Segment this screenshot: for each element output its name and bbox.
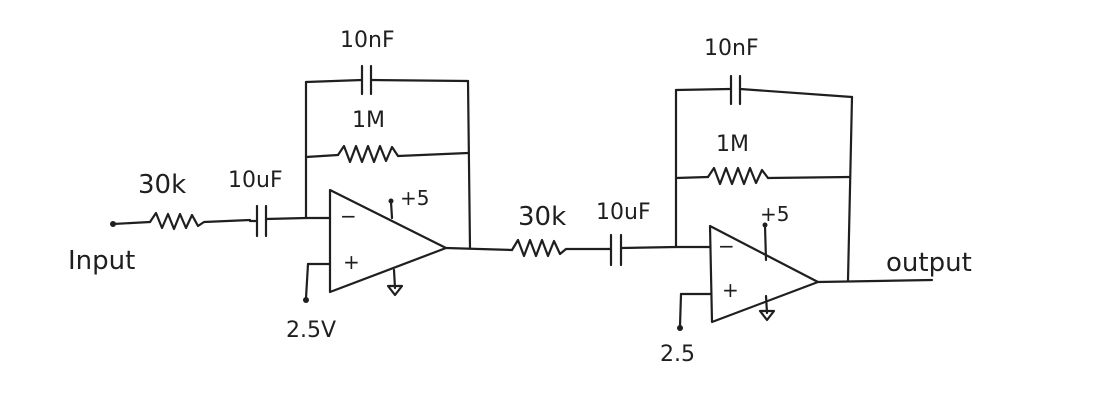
- stage2-input-capacitor-label: 10uF: [596, 200, 651, 225]
- stage1-input-capacitor-label: 10uF: [228, 168, 283, 193]
- stage1-feedback-right-rail: [466, 79, 472, 250]
- stage2-reference-label: 2.5: [660, 342, 695, 367]
- stage1-fb-cap-lead-left: [304, 78, 364, 84]
- output-label: output: [886, 248, 972, 278]
- stage2-feedback-resistor: [706, 166, 770, 186]
- stage2-supply-pin: [763, 224, 768, 262]
- stage2-inverting-sign: −: [718, 234, 735, 258]
- stage2-feedback-resistor-label: 1M: [716, 132, 749, 157]
- stage2-cap-lead-right: [619, 245, 678, 250]
- stage2-fb-res-lead-left: [674, 175, 710, 180]
- stage1-ground-icon: [386, 284, 404, 297]
- stage2-fb-cap-lead-left: [674, 87, 732, 92]
- stage1-output-wire: [444, 246, 514, 252]
- stage2-reference-wire: [678, 292, 683, 328]
- stage1-input-resistor: [148, 211, 252, 231]
- stage2-feedback-right-rail: [846, 95, 854, 282]
- stage1-supply-pin: [389, 200, 394, 220]
- stage1-reference-wire: [304, 262, 310, 300]
- stage2-fb-res-lead-right: [766, 175, 852, 180]
- stage1-reference-node: [303, 297, 309, 303]
- stage1-cap-lead-right: [264, 216, 308, 221]
- stage1-feedback-resistor: [336, 144, 400, 164]
- stage1-noninverting-sign: +: [343, 250, 360, 274]
- stage2-supply-label: +5: [760, 202, 790, 226]
- stage1-fb-cap-lead-right: [369, 78, 470, 83]
- input-label: Input: [68, 246, 136, 276]
- stage2-fb-cap-lead-right: [738, 87, 854, 99]
- stage1-fb-res-lead-left: [304, 153, 340, 159]
- stage1-input-resistor-label: 30k: [138, 170, 187, 200]
- stage2-input-resistor-label: 30k: [518, 202, 567, 232]
- input-wire: [111, 220, 152, 226]
- stage2-noninverting-sign: +: [722, 278, 739, 302]
- stage1-opamp-body: [328, 188, 448, 294]
- stage1-fb-res-lead-right: [396, 151, 470, 158]
- stage1-feedback-capacitor-label: 10nF: [340, 28, 395, 53]
- stage2-ground-icon: [758, 309, 776, 322]
- stage2-feedback-capacitor-label: 10nF: [704, 36, 759, 61]
- stage2-input-resistor: [510, 238, 610, 258]
- stage1-feedback-resistor-label: 1M: [352, 108, 385, 133]
- output-wire: [816, 278, 934, 284]
- stage1-supply-label: +5: [400, 186, 430, 210]
- stage2-supply-node: [762, 222, 768, 228]
- stage1-inverting-sign: −: [340, 204, 357, 228]
- stage1-reference-label: 2.5V: [286, 318, 337, 343]
- stage2-opamp-body: [708, 224, 820, 324]
- stage1-supply-node: [388, 198, 394, 204]
- stage2-reference-node: [677, 325, 683, 331]
